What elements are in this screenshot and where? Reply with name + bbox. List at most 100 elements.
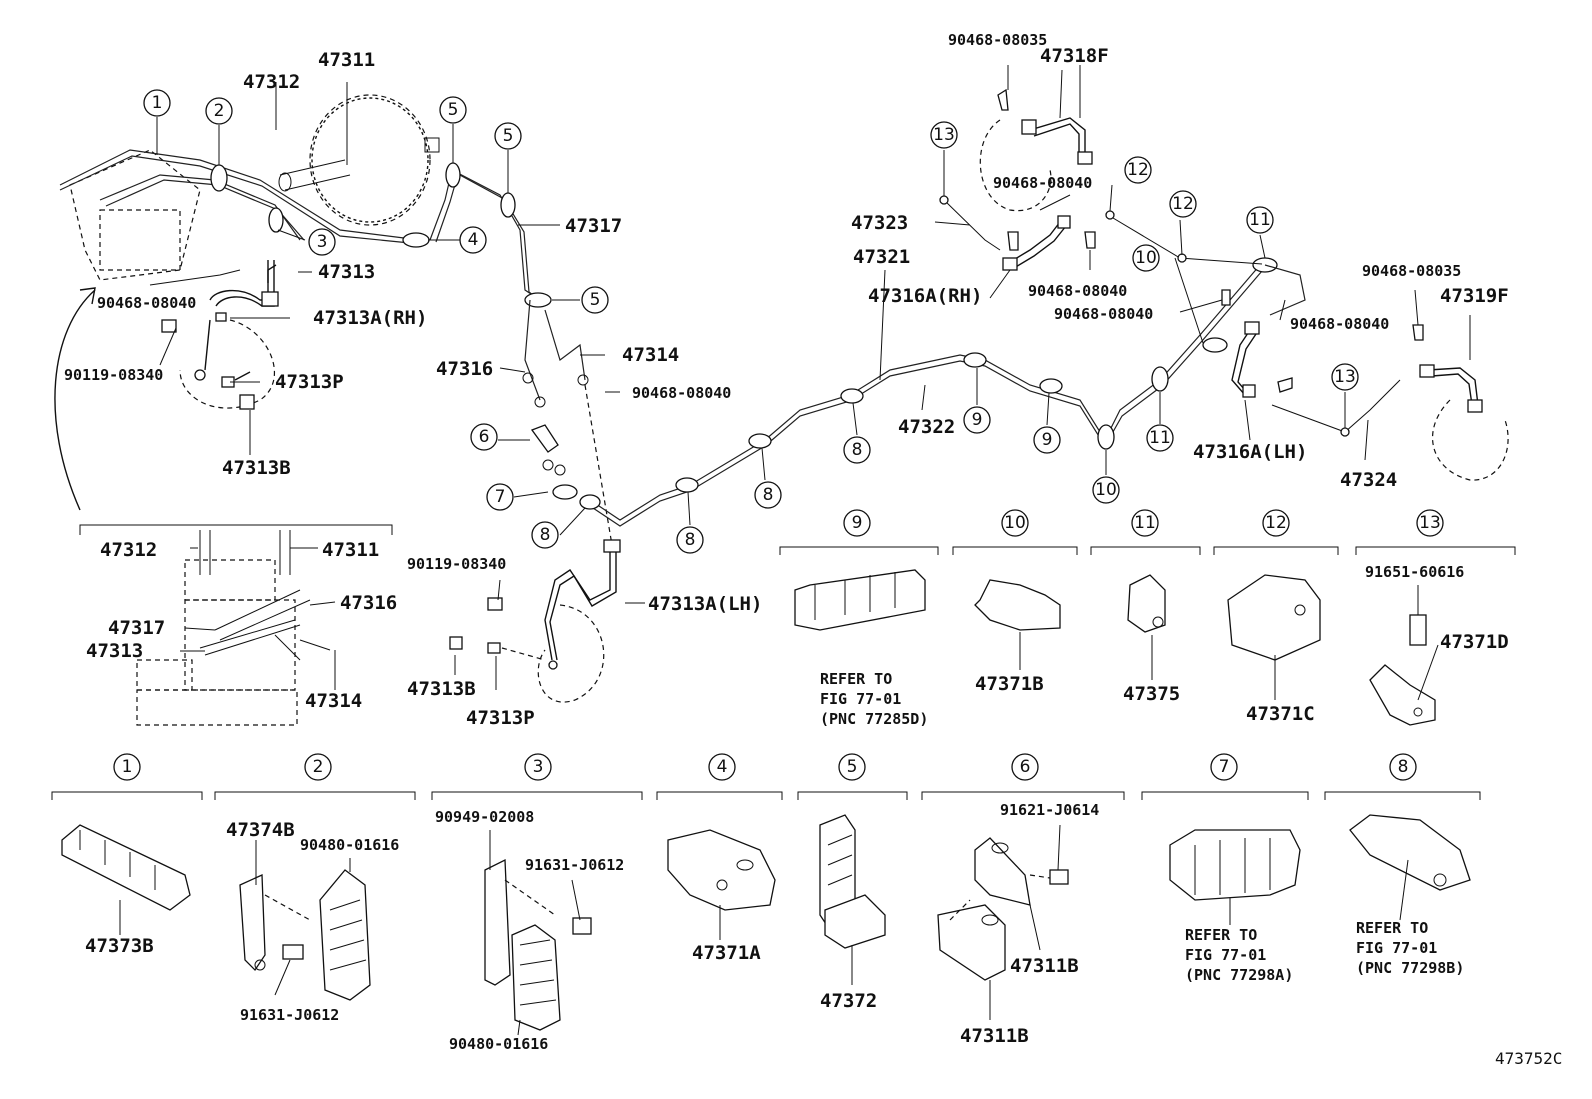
diagram-id: 473752C: [1495, 1049, 1562, 1068]
label-90468-08035-a: 90468-08035: [948, 31, 1047, 49]
section-1: 1: [122, 757, 133, 777]
label-91651-60616: 91651-60616: [1365, 563, 1464, 581]
label-47313a-rh: 47313A(RH): [313, 307, 427, 329]
section-10: 10: [1004, 513, 1026, 533]
label-47324: 47324: [1340, 469, 1397, 491]
callout-11a: 11: [1149, 428, 1171, 448]
label-fig-8: FIG 77-01: [1356, 939, 1437, 957]
label-47316a-lh: 47316A(LH): [1193, 441, 1307, 463]
callout-11b: 11: [1249, 210, 1271, 230]
callout-5c: 5: [590, 290, 601, 310]
label-inset-47316: 47316: [340, 592, 397, 614]
label-inset-47312: 47312: [100, 539, 157, 561]
label-inset-47314: 47314: [305, 690, 362, 712]
rear-lh-hose: [1231, 321, 1509, 481]
label-91631-j0612-a: 91631-J0612: [240, 1006, 339, 1024]
rear-rh-hose: [939, 88, 1263, 306]
label-47311: 47311: [318, 49, 375, 71]
label-90480-01616-b: 90480-01616: [449, 1035, 548, 1053]
label-47312: 47312: [243, 71, 300, 93]
label-47314: 47314: [622, 344, 679, 366]
label-inset-47317: 47317: [108, 617, 165, 639]
section-5: 5: [847, 757, 858, 777]
section-2: 2: [313, 757, 324, 777]
label-inset-47311: 47311: [322, 539, 379, 561]
callout-3: 3: [317, 232, 328, 252]
detail-inset: [79, 524, 393, 726]
label-fig-9: FIG 77-01: [820, 690, 901, 708]
callout-4: 4: [468, 230, 479, 250]
label-90468-08040-c: 90468-08040: [632, 384, 731, 402]
label-47371c: 47371C: [1246, 703, 1315, 725]
view-arrow: [54, 289, 96, 511]
label-47313p-b: 47313P: [466, 707, 535, 729]
label-47316a-rh: 47316A(RH): [868, 285, 982, 307]
label-refer-to-7: REFER TO: [1185, 926, 1257, 944]
label-47318f: 47318F: [1040, 45, 1109, 67]
rh-flex-hose: [161, 260, 279, 410]
label-47313b-b: 47313B: [407, 678, 476, 700]
leader-lines: [119, 65, 1471, 1036]
label-47311b-a: 47311B: [1010, 955, 1079, 977]
callout-13a: 13: [933, 125, 955, 145]
label-47313p-a: 47313P: [275, 371, 344, 393]
label-inset-47313: 47313: [86, 640, 143, 662]
label-fig-7: FIG 77-01: [1185, 946, 1266, 964]
label-90119-08340-a: 90119-08340: [64, 366, 163, 384]
section-3: 3: [533, 757, 544, 777]
label-91621-j0614: 91621-J0614: [1000, 801, 1099, 819]
label-refer-to-9: REFER TO: [820, 670, 892, 688]
label-47371a: 47371A: [692, 942, 761, 964]
label-47321: 47321: [853, 246, 910, 268]
label-47375: 47375: [1123, 683, 1180, 705]
callout-8a: 8: [540, 525, 551, 545]
label-47317: 47317: [565, 215, 622, 237]
label-pnc-77298a: (PNC 77298A): [1185, 966, 1293, 984]
callout-7: 7: [495, 487, 506, 507]
label-47319f: 47319F: [1440, 285, 1509, 307]
callout-2: 2: [214, 101, 225, 121]
label-47322: 47322: [898, 416, 955, 438]
callout-1: 1: [152, 93, 163, 113]
label-pnc-77298b: (PNC 77298B): [1356, 959, 1464, 977]
label-90119-08340-b: 90119-08340: [407, 555, 506, 573]
callout-10b: 10: [1135, 248, 1157, 268]
label-47373b: 47373B: [85, 935, 154, 957]
part-labels: 47311 47312 47313 47317 47316 47314 9046…: [64, 31, 1562, 1068]
section-13: 13: [1419, 513, 1441, 533]
section-9: 9: [852, 513, 863, 533]
label-47316: 47316: [436, 358, 493, 380]
callout-circles: 1 2 3 4 5 5 5 6 7 8 8 8 8 9 9 10 10 11 1…: [113, 89, 1444, 781]
section-6: 6: [1020, 757, 1031, 777]
section-4: 4: [717, 757, 728, 777]
booster-assembly: [59, 94, 613, 546]
label-90480-01616-a: 90480-01616: [300, 836, 399, 854]
label-90468-08035-b: 90468-08035: [1362, 262, 1461, 280]
label-47313b-a: 47313B: [222, 457, 291, 479]
section-brackets: [51, 546, 1516, 800]
label-90468-08040-e: 90468-08040: [1054, 305, 1153, 323]
label-47371d: 47371D: [1440, 631, 1509, 653]
section-11: 11: [1134, 513, 1156, 533]
callout-8d: 8: [852, 440, 863, 460]
label-pnc-77285d: (PNC 77285D): [820, 710, 928, 728]
lh-flex-hose: [449, 539, 621, 703]
clip-sketches: [61, 569, 1471, 1031]
callout-12b: 12: [1172, 194, 1194, 214]
section-7: 7: [1219, 757, 1230, 777]
callout-12a: 12: [1127, 160, 1149, 180]
callout-8c: 8: [763, 485, 774, 505]
callout-5a: 5: [448, 100, 459, 120]
callout-6: 6: [479, 427, 490, 447]
callout-8b: 8: [685, 530, 696, 550]
section-8: 8: [1398, 757, 1409, 777]
label-90468-08040-b: 90468-08040: [993, 174, 1092, 192]
label-90949-02008: 90949-02008: [435, 808, 534, 826]
label-90468-08040-d: 90468-08040: [1028, 282, 1127, 300]
label-90468-08040-a: 90468-08040: [97, 294, 196, 312]
callout-10a: 10: [1095, 480, 1117, 500]
label-47372: 47372: [820, 990, 877, 1012]
callout-9b: 9: [1042, 430, 1053, 450]
label-47323: 47323: [851, 212, 908, 234]
